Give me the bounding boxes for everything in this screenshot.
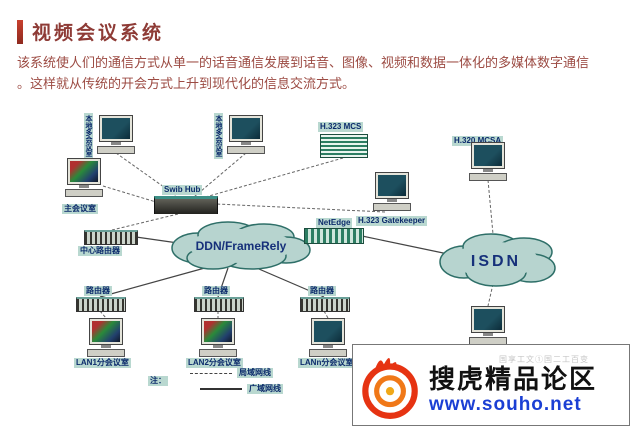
center-router-icon (84, 230, 138, 245)
watermark-site-url: www.souho.net (429, 394, 582, 416)
body-line-2: 。这样就从传统的开会方式上升到现代化的信息交流方式。 (17, 76, 356, 92)
legend-wan-label: 广域网线 (247, 384, 283, 394)
watermark-faint-text: 国享工文①国二工百变 (499, 354, 590, 364)
router-3-icon (300, 297, 350, 312)
h320-terminal-computer-icon (468, 142, 508, 181)
hub-label: Swib Hub (162, 185, 203, 195)
local-room-1-label: 本地多会议室 (84, 113, 93, 159)
gatekeeper-computer-icon (372, 172, 412, 211)
lan1-computer-icon (86, 318, 126, 357)
watermark: 国享工文①国二工百变 搜虎精品论区 www.souho.net (352, 344, 630, 426)
flame-logo-icon (362, 357, 418, 419)
title-accent-bar (17, 20, 23, 44)
main-room-computer-icon (64, 158, 104, 197)
body-text: 该系统使人们的通信方式从单一的话音通信发展到话音、图像、视频和数据一体化的多媒体… (17, 52, 625, 95)
isdn-cloud-label: ISDN (471, 253, 521, 270)
lann-computer-icon (308, 318, 348, 357)
h323-mcs-server-icon (320, 134, 368, 158)
legend-lan-line-sample (190, 372, 232, 374)
local-room-2-label: 本地多会议室 (214, 113, 223, 159)
legend-lan-label: 局域网线 (237, 368, 273, 378)
local-room-1-computer-icon (96, 115, 136, 154)
switch-hub-icon (154, 196, 218, 214)
lan1-label: LAN1分会议室 (74, 358, 131, 368)
legend-lan-row: 局域网线 (190, 368, 273, 378)
body-line-1: 该系统使人们的通信方式从单一的话音通信发展到话音、图像、视频和数据一体化的多媒体… (17, 55, 590, 70)
router-2-icon (194, 297, 244, 312)
netedge-label: NetEdge (316, 218, 353, 228)
lan2-label: LAN2分会议室 (186, 358, 243, 368)
h323-mcs-label: H.323 MCS (318, 122, 364, 132)
main-room-label: 主会议室 (62, 204, 98, 214)
page-title: 视频会议系统 (32, 23, 165, 44)
router-2-label: 路由器 (202, 286, 230, 296)
watermark-site-name: 搜虎精品论区 (429, 363, 598, 394)
ddn-cloud: DDN/FrameRely (171, 221, 311, 270)
router-3-label: 路由器 (308, 286, 336, 296)
legend-note: 注： (148, 376, 168, 386)
router-1-label: 路由器 (84, 286, 112, 296)
ddn-cloud-label: DDN/FrameRely (196, 239, 287, 253)
h320-terminal-label: H.320 MCSA (452, 136, 504, 146)
isdn-remote-computer-icon (468, 306, 508, 345)
lan2-computer-icon (198, 318, 238, 357)
legend-wan-line-sample (200, 388, 242, 390)
local-room-2-computer-icon (226, 115, 266, 154)
lann-label: LANn分会议室 (298, 358, 356, 368)
netedge-device-icon (304, 228, 364, 244)
gatekeeper-label: H.323 Gatekeeper (356, 216, 428, 226)
legend-wan-row: 广域网线 (200, 384, 283, 394)
router-1-icon (76, 297, 126, 312)
isdn-cloud: ISDN (439, 233, 556, 287)
center-router-label: 中心路由器 (78, 246, 122, 256)
